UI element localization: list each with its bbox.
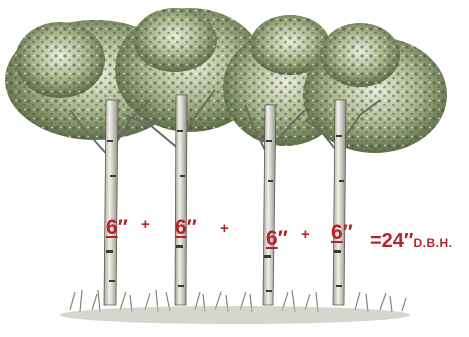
tree-4-diameter-value: 6 xyxy=(331,221,343,244)
inch-mark: ″ xyxy=(277,227,288,250)
tree-2-diameter-value: 6 xyxy=(175,216,187,239)
trunk-4 xyxy=(332,99,347,306)
foliage-canopies xyxy=(5,8,447,153)
tree-1-diameter-value: 6 xyxy=(106,216,118,239)
inch-mark: ″ xyxy=(186,216,197,239)
plus-sign-2: + xyxy=(220,220,229,237)
total-dbh-label: =24″D.B.H. xyxy=(370,231,453,251)
tree-4-diameter-label: 6″ xyxy=(331,222,353,243)
inch-mark: ″ xyxy=(117,216,128,239)
trunk-1 xyxy=(103,99,119,306)
trunk-2 xyxy=(174,94,188,306)
tree-2-diameter-label: 6″ xyxy=(175,217,197,238)
trunk-3 xyxy=(262,104,277,306)
plus-sign-1: + xyxy=(141,216,150,233)
total-dbh-value: =24″ xyxy=(370,230,414,252)
ground-grass xyxy=(60,289,410,324)
tree-3-diameter-label: 6″ xyxy=(266,228,288,249)
tree-1-diameter-label: 6″ xyxy=(106,217,128,238)
inch-mark: ″ xyxy=(342,221,353,244)
total-dbh-unit: D.B.H. xyxy=(413,236,453,250)
bark-marks xyxy=(106,130,344,292)
tree-3-diameter-value: 6 xyxy=(266,227,278,250)
plus-sign-3: + xyxy=(301,226,310,243)
birch-trunks xyxy=(103,94,347,306)
